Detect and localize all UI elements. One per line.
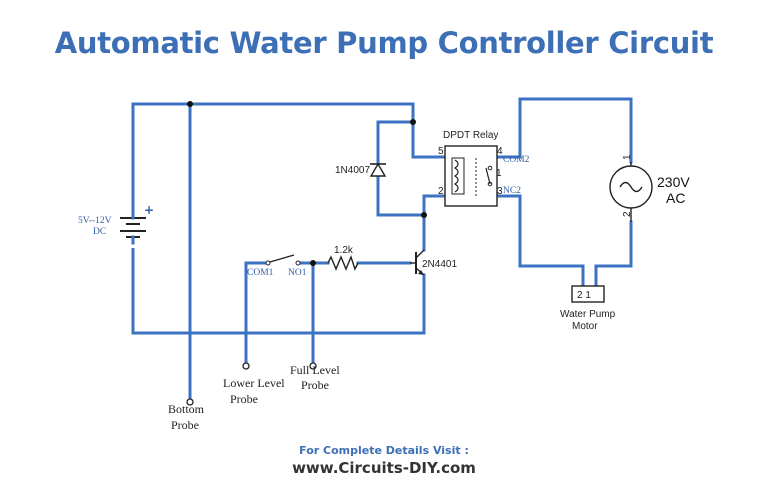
bottom-probe-label-1: Bottom [168,402,205,416]
switch-symbol [265,254,301,266]
wire-top-rail [131,102,447,159]
ac-pin-2: 2 [622,211,633,217]
water-pump-label: Water Pump [560,309,616,320]
transistor-symbol [410,249,425,276]
ac-source-symbol [609,162,653,222]
full-level-probe-terminal [309,362,317,370]
diode-label: 1N4007 [335,165,370,176]
relay-label: DPDT Relay [443,130,498,141]
supply-type-label: DC [93,227,106,237]
wire-pump-left [495,194,585,288]
relay-pin-1: 1 [496,168,502,179]
page-title: Automatic Water Pump Controller Circuit [54,26,714,60]
footer-url: www.Circuits-DIY.com [292,459,476,477]
battery-symbol [118,210,148,248]
com2-label: COM2 [503,155,530,165]
full-level-probe-label-2: Probe [301,378,329,392]
relay-pin-3: 3 [497,186,503,197]
junction-dot [310,260,316,266]
motor-pins-label: 2 1 [577,290,591,301]
ac-type-label: AC [666,190,685,206]
wire-pump-right [594,220,633,288]
wire-diode-bottom [376,176,426,252]
nc2-label: NC2 [503,186,521,196]
full-level-probe-label-1: Full Level [290,363,340,377]
relay-pin-4: 4 [497,146,503,157]
relay-symbol [444,145,498,207]
bottom-probe-label-2: Probe [171,418,199,432]
wire-diode-top [376,120,415,164]
wire-ac-top [495,97,633,164]
no1-label: NO1 [288,268,307,278]
probe-terminals [186,362,317,406]
ac-pin-1: 1 [622,154,633,160]
resistor-label: 1.2k [334,245,354,256]
relay-pin-2: 2 [438,186,444,197]
junctions [187,101,427,266]
resistor-symbol [327,255,359,271]
bottom-probe-terminal [186,398,194,406]
wire-bottom-rail [131,273,426,335]
wires [131,97,633,401]
footer-visit-text: For Complete Details Visit : [299,444,469,457]
battery-plus-sign: + [144,203,154,217]
water-pump-symbol [571,285,605,303]
lower-level-probe-terminal [242,362,250,370]
relay-pin-5: 5 [438,146,444,157]
motor-label: Motor [572,321,598,332]
com1-label: COM1 [247,268,274,278]
ac-voltage-label: 230V [657,174,690,190]
wire-relay-coil [422,194,447,217]
transistor-label: 2N4401 [422,259,457,270]
lower-level-probe-label-2: Probe [230,392,258,406]
lower-level-probe-label-1: Lower Level [223,376,285,390]
supply-voltage-label: 5V--12V [78,216,112,226]
junction-dot [421,212,427,218]
junction-dot [187,101,193,107]
wire-lower-probe [244,261,268,365]
junction-dot [410,119,416,125]
diode-symbol [369,162,387,177]
